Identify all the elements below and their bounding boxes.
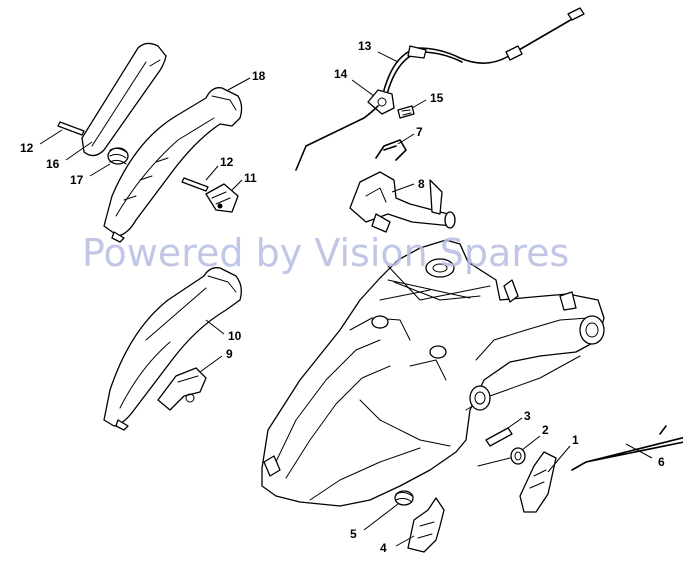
- shaft-clip-part: [375, 139, 407, 161]
- watermark-text: Powered by Vision Spares: [82, 231, 569, 275]
- main-housing-part: [261, 239, 605, 507]
- torsion-spring-part: [107, 147, 129, 165]
- pin-part-3: [485, 427, 513, 447]
- callout-7: 7: [416, 125, 423, 139]
- callout-11: 11: [244, 171, 257, 185]
- pin-part-middle: [181, 177, 209, 192]
- callout-group: 1 2 3 4 5 6 7 8 9 10 11 12 12: [20, 39, 665, 555]
- callout-13: 13: [358, 39, 372, 53]
- spring-part-2: [477, 447, 526, 467]
- handle-cover-part: [81, 42, 167, 157]
- throttle-trigger-part: [519, 451, 557, 513]
- callout-9: 9: [226, 347, 233, 361]
- throttle-rod-part: [295, 105, 379, 171]
- handle-molding-part: [103, 267, 242, 431]
- callout-3: 3: [524, 409, 531, 423]
- callout-16: 16: [46, 157, 60, 171]
- cable-holder-part: [367, 89, 395, 115]
- callout-10: 10: [228, 329, 242, 343]
- callout-5: 5: [350, 527, 357, 541]
- throttle-lock-part: [157, 367, 207, 411]
- callout-2: 2: [542, 423, 549, 437]
- callout-12-middle: 12: [220, 155, 234, 169]
- callout-8: 8: [418, 177, 425, 191]
- callout-6: 6: [658, 455, 665, 469]
- rear-handle-molding-part: [103, 87, 243, 243]
- interlock-rod-part: [571, 425, 683, 471]
- control-shaft-part: [349, 171, 456, 233]
- throttle-lockout-part: [407, 497, 445, 553]
- callout-15: 15: [430, 91, 444, 105]
- throttle-clip-part: [205, 183, 239, 213]
- spring-part-5: [394, 490, 414, 506]
- callout-1: 1: [572, 433, 579, 447]
- callout-17: 17: [70, 173, 84, 187]
- callout-14: 14: [334, 67, 348, 81]
- throttle-cable-part: [381, 7, 585, 99]
- pin-part-left: [57, 121, 85, 136]
- callout-4: 4: [380, 541, 387, 555]
- screw-part: [397, 105, 415, 119]
- callout-12-left: 12: [20, 141, 34, 155]
- callout-18: 18: [252, 69, 266, 83]
